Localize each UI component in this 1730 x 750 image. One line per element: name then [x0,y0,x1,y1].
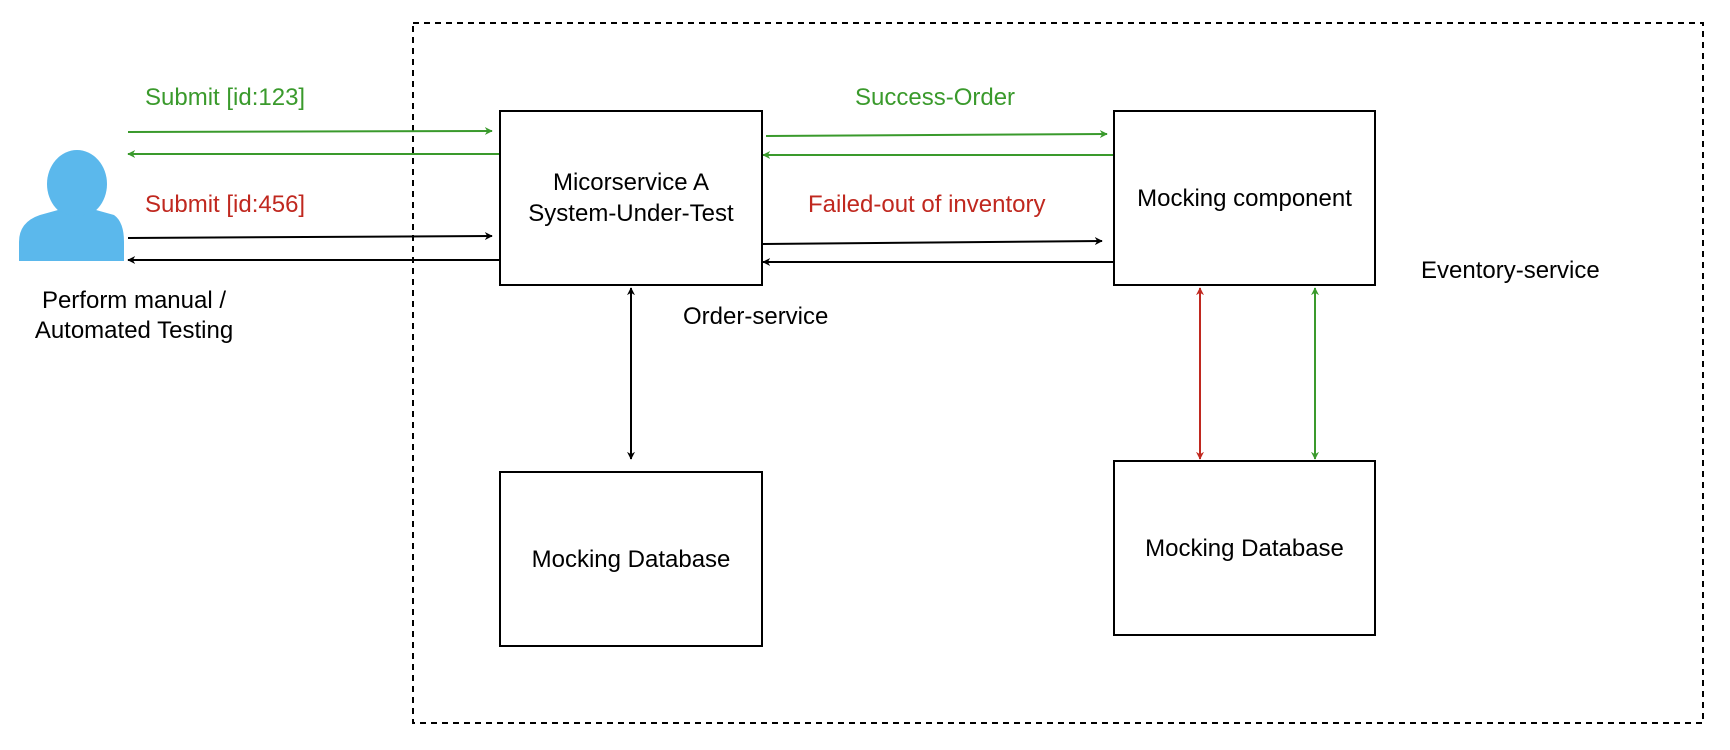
failed-inventory-label: Failed-out of inventory [808,191,1046,218]
mocking-component-label: Mocking component [1137,184,1352,212]
arrow-submit-456-request [127,232,493,241]
order-service-label: Order-service [683,303,829,330]
arrow-success-order-request [765,130,1108,139]
arrow-failed-inventory-request [762,237,1103,246]
service-boundary [412,22,1704,724]
success-order-label: Success-Order [855,84,1016,111]
left-database-box: Mocking Database [499,471,763,647]
user-caption: Perform manual / Automated Testing [34,287,234,344]
user-icon [19,150,124,261]
mocking-component-box: Mocking component [1113,110,1376,286]
right-database-box: Mocking Database [1113,460,1376,636]
left-database-label: Mocking Database [531,545,731,573]
right-database-label: Mocking Database [1145,534,1344,562]
submit-123-label: Submit [id:123] [145,84,306,111]
arrow-submit-123-request [127,127,493,136]
submit-456-label: Submit [id:456] [145,191,306,218]
service-a-box: Micorservice A System-Under-Test [499,110,763,286]
service-a-label: Micorservice A System-Under-Test [528,169,734,227]
eventory-service-label: Eventory-service [1421,257,1600,284]
